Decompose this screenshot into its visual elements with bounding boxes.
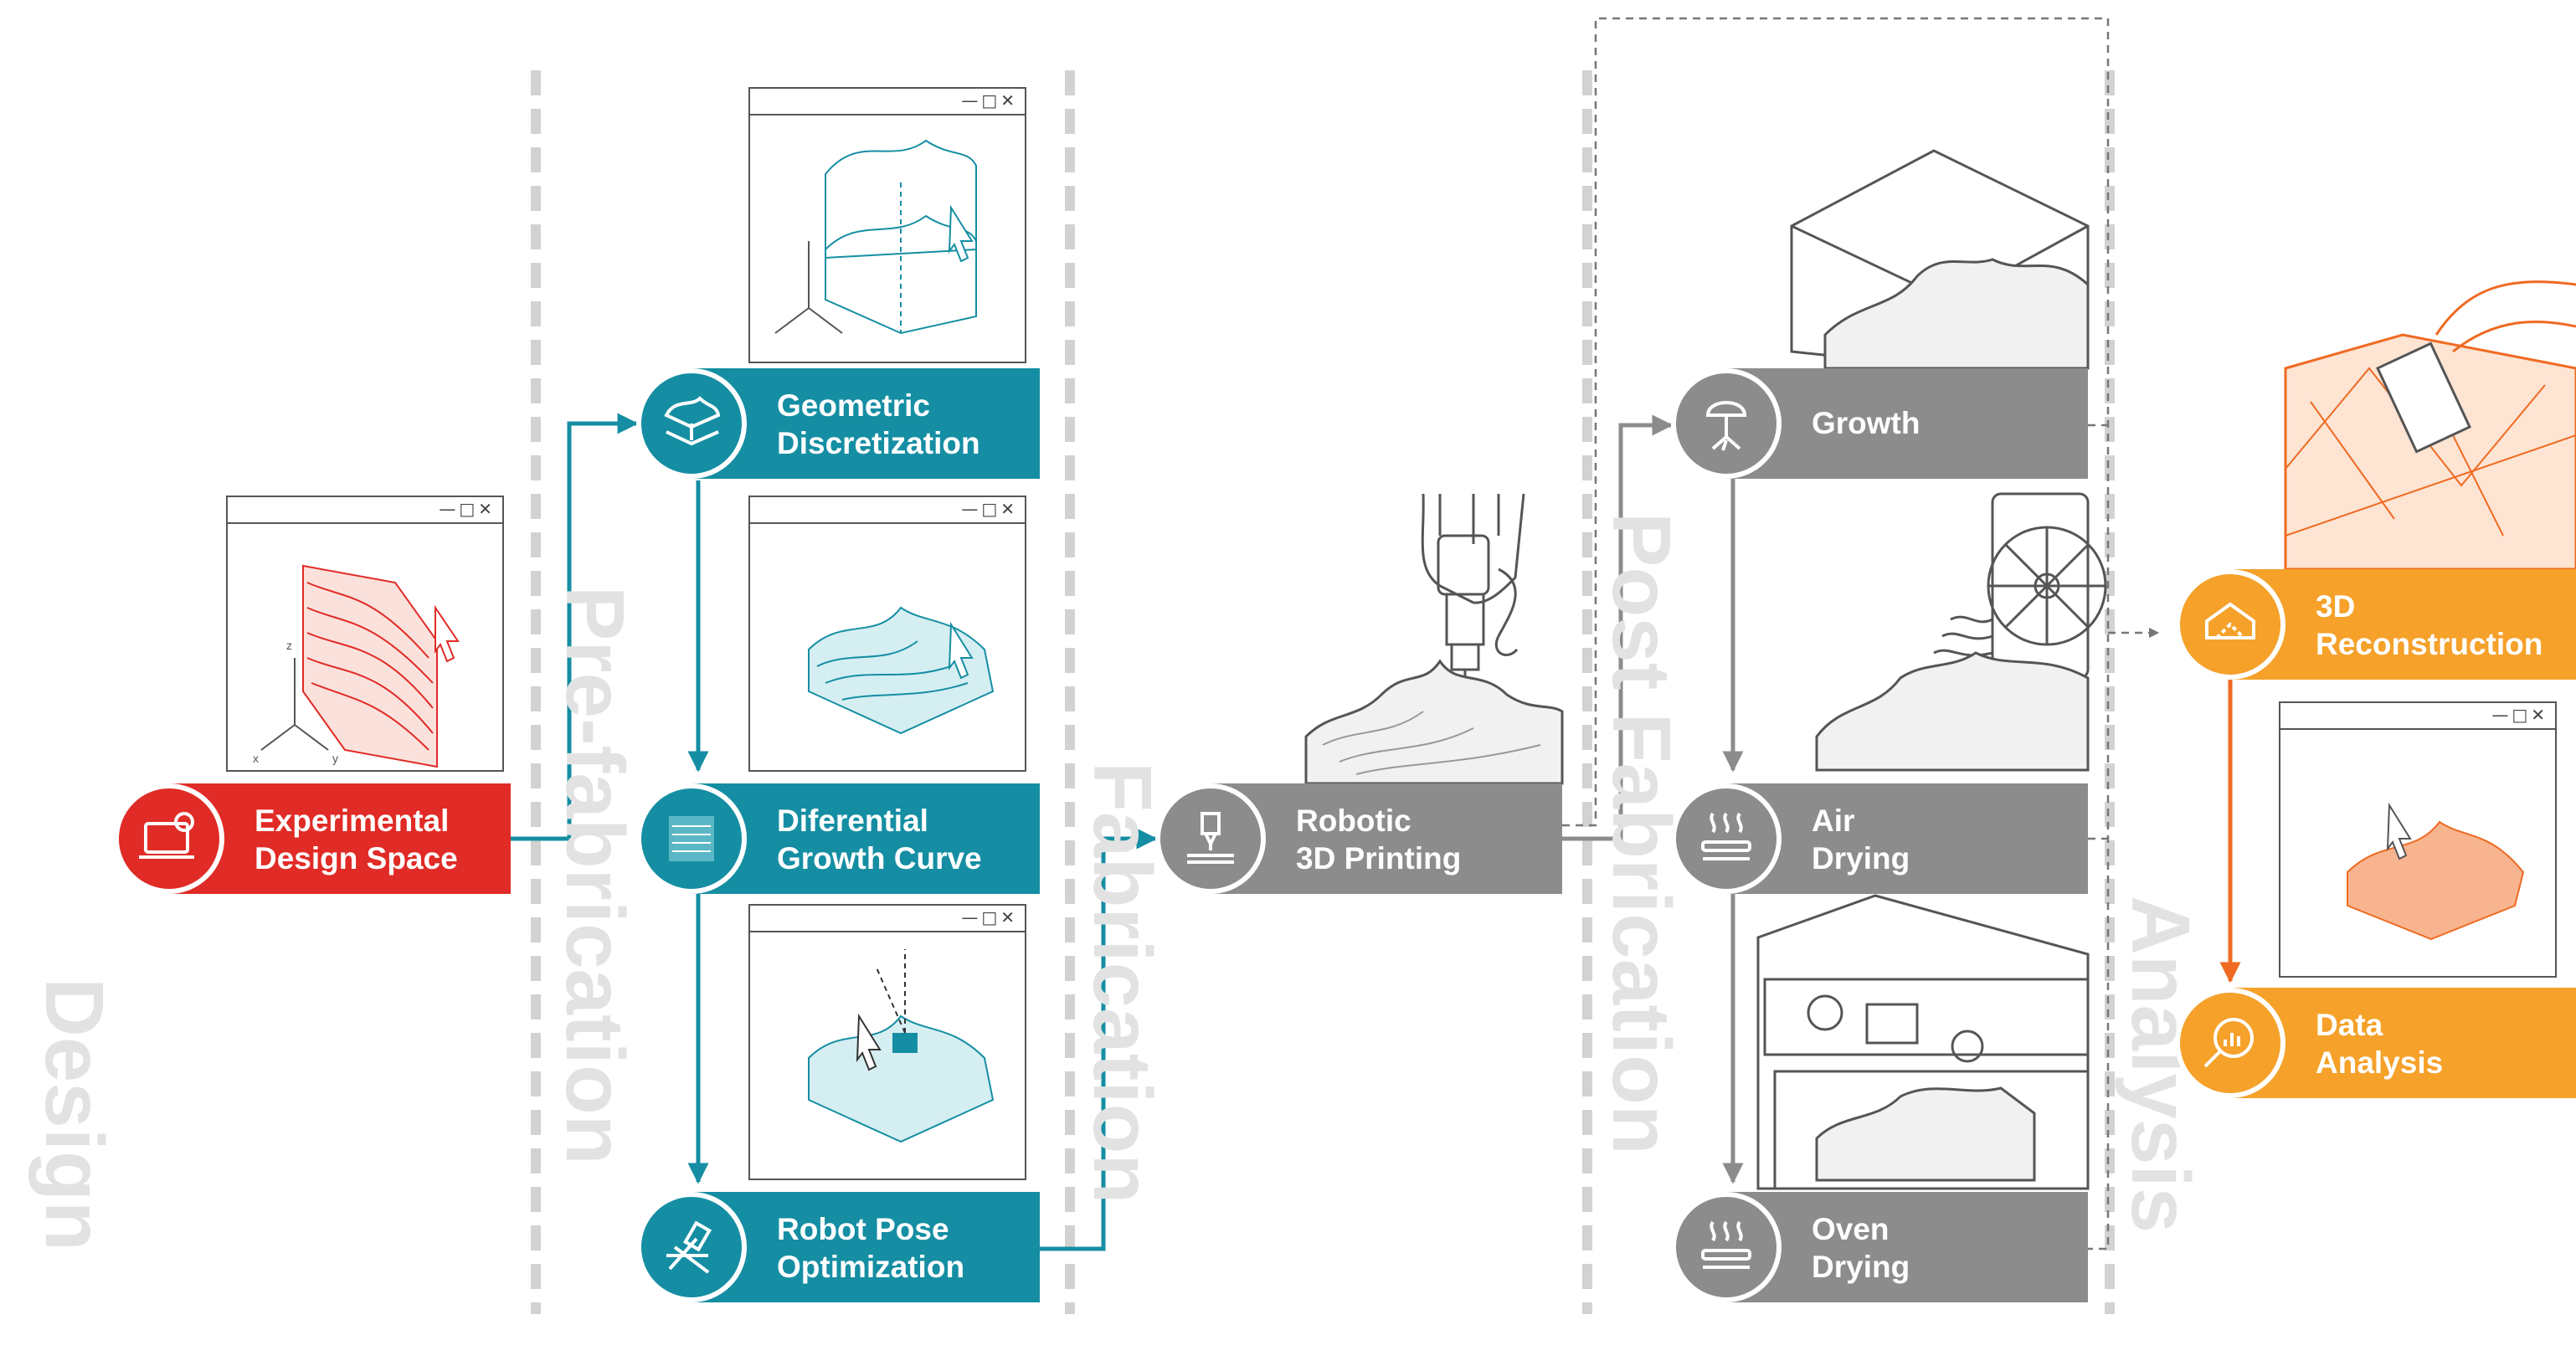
axis-z-label: z <box>286 639 292 652</box>
feedback-loop <box>1562 17 2110 1250</box>
heat-waves-icon <box>1671 1192 1782 1302</box>
step-label-line1: Experimental <box>255 804 450 838</box>
window-experimental: —□✕ x y z <box>226 496 504 772</box>
growth-surface-illustration <box>808 606 995 735</box>
window-robot-pose: —□✕ <box>748 904 1026 1180</box>
heat-waves-icon <box>1671 783 1782 894</box>
robot-tool-icon <box>636 1192 747 1302</box>
terrain-slice-icon <box>636 368 747 479</box>
window-analysis: —□✕ <box>2279 701 2557 978</box>
phase-dividers <box>531 70 2115 1314</box>
cursor-icon <box>948 204 974 263</box>
window-controls-icon: —□✕ <box>961 499 1018 519</box>
step-growth[interactable]: Growth <box>1671 368 2088 479</box>
window-geometric: —□✕ <box>748 87 1026 363</box>
axis-x-label: x <box>253 752 259 765</box>
arrow-printing-to-growth <box>1562 414 1674 841</box>
window-controls-icon: —□✕ <box>961 90 1018 110</box>
prefab-connectors <box>511 413 1158 1251</box>
laptop-gear-icon <box>114 783 224 894</box>
robot-printer-illustration <box>1304 493 1564 785</box>
magnifier-chart-icon <box>2175 988 2285 1098</box>
cursor-icon <box>856 1013 882 1071</box>
contour-surface-illustration: x y z <box>253 564 460 768</box>
cursor-icon <box>948 621 974 680</box>
window-controls-icon: —□✕ <box>2491 705 2548 725</box>
cursor-icon <box>2386 802 2412 860</box>
arrow-robot-to-printing <box>1040 828 1158 1251</box>
arrow-design-to-geometric <box>511 413 639 841</box>
printer-nozzle-icon <box>1155 783 1266 894</box>
mushroom-icon <box>1671 368 1782 479</box>
phase-label-design: Design <box>28 978 121 1251</box>
window-differential: —□✕ <box>748 496 1026 772</box>
growth-pattern-icon <box>636 783 747 894</box>
feedback-connectors <box>1562 17 2160 1250</box>
postfab-connectors <box>1562 414 1744 1184</box>
phase-label-prefab: Pre-fabrication <box>549 586 641 1165</box>
window-controls-icon: —□✕ <box>961 907 1018 927</box>
reconstruction-surface-illustration <box>2347 802 2525 941</box>
phase-label-fab: Fabrication <box>1077 762 1169 1204</box>
reconstruction-illustration <box>2284 280 2576 571</box>
axis-y-label: y <box>332 752 338 765</box>
oven-illustration <box>1756 894 2090 1190</box>
cursor-icon <box>434 604 460 663</box>
window-controls-icon: —□✕ <box>439 499 496 519</box>
step-label-line2: Design Space <box>255 841 458 876</box>
pose-surface-illustration <box>808 949 995 1143</box>
fan-illustration <box>1815 492 2107 772</box>
growth-box-illustration <box>1790 149 2090 370</box>
sliced-terrain-illustration <box>774 139 977 335</box>
scan-house-icon <box>2175 569 2285 680</box>
window-titlebar: —□✕ <box>228 497 502 524</box>
